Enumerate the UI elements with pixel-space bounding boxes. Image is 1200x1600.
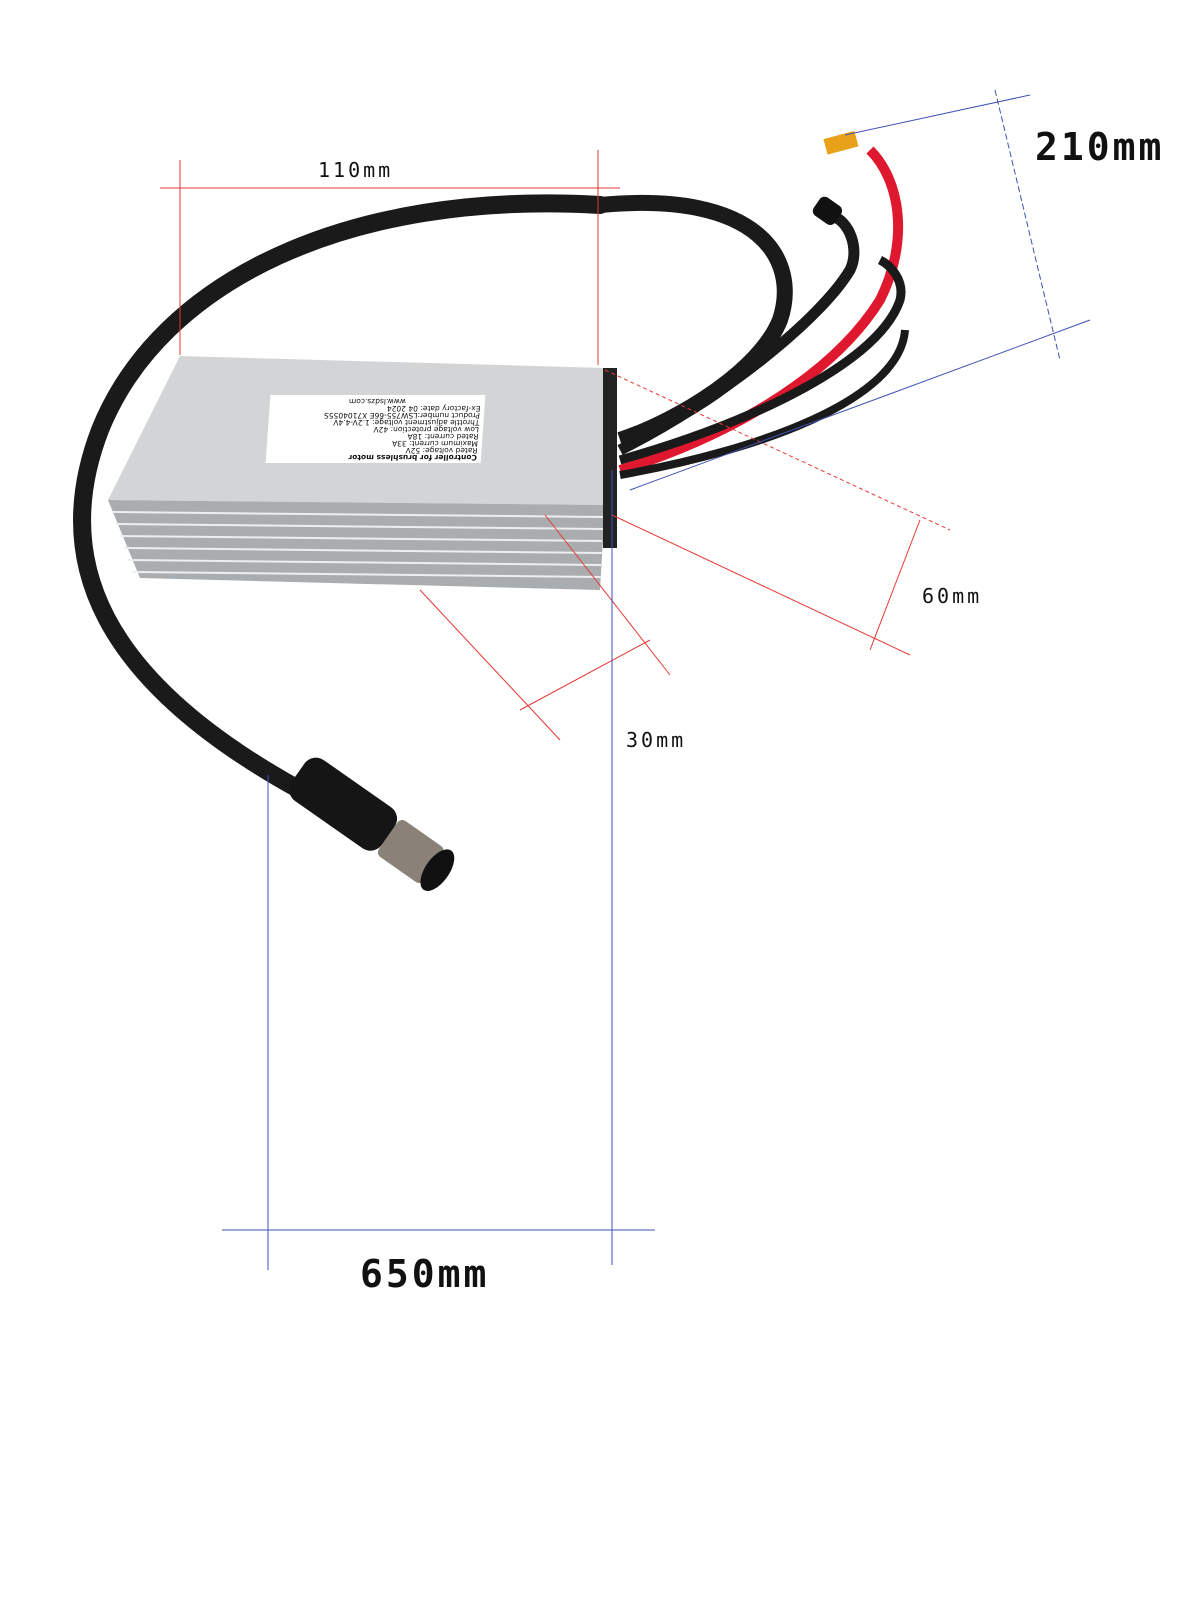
product-label: Controller for brushless motor Rated vol… — [265, 395, 486, 463]
label-line: Throttle adjustment voltage: 1.2V-4.4V — [332, 418, 480, 427]
label-line: Rated current: 18A — [407, 432, 479, 441]
end-cap — [603, 368, 617, 548]
label-line: Low voltage protection: 42V — [373, 425, 480, 434]
red-power-wire — [618, 146, 904, 475]
blue-dimension-lines — [222, 89, 1091, 1270]
signal-wire — [618, 255, 906, 465]
label-title: Controller for brushless motor — [348, 453, 478, 462]
dimension-cable-length: 650mm — [360, 1252, 490, 1296]
controller-side — [108, 500, 605, 590]
label-line: Maximum current: 33A — [391, 439, 479, 448]
heatsink-fins — [111, 511, 604, 578]
motor-cable — [73, 194, 609, 799]
round-connector — [289, 757, 455, 891]
signal-wire — [617, 209, 860, 455]
xt-connector — [823, 130, 859, 155]
signal-wire — [619, 329, 909, 479]
dimension-height: 30mm — [626, 728, 687, 752]
dimension-length: 110mm — [318, 158, 394, 182]
red-dimension-lines — [160, 150, 951, 741]
small-connector — [812, 196, 843, 225]
label-line: Product number:LSW755-66E X7104055S — [323, 411, 481, 420]
dimension-width: 60mm — [922, 584, 983, 608]
dimension-lead-length: 210mm — [1035, 125, 1165, 169]
